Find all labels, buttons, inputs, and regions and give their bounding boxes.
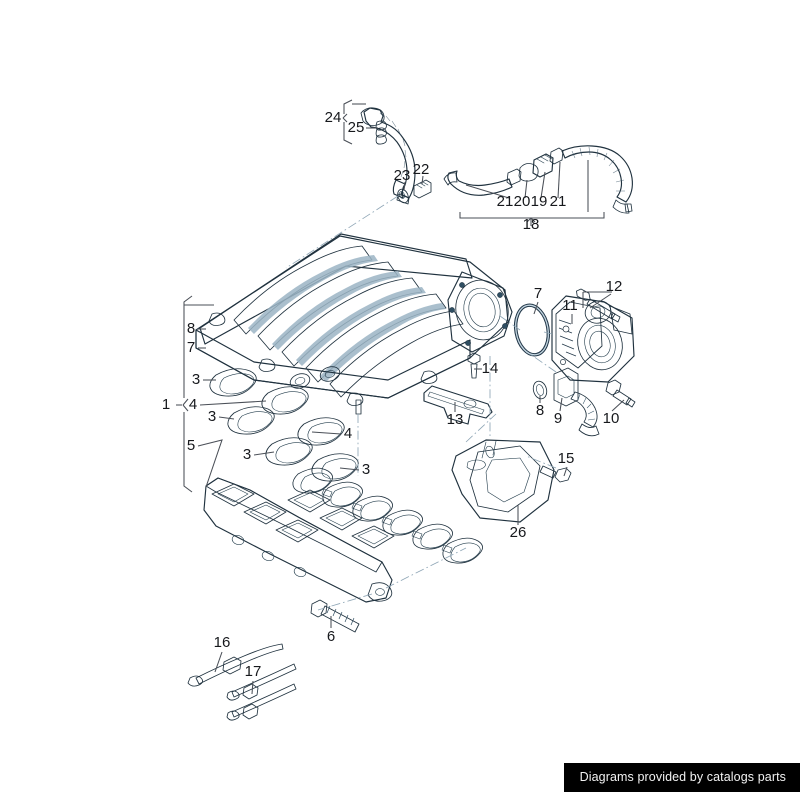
seal-ring-part [532,380,548,400]
callout-21-b: 21 [550,193,567,210]
callout-3-d: 3 [362,461,370,478]
gasket-3-b [227,406,275,435]
gasket-4-a [261,386,309,415]
callout-14: 14 [482,360,499,377]
hose-tee-part [532,153,554,178]
gasket-3-d [311,453,359,482]
callout-12: 12 [606,278,623,295]
gasket-3-c [265,437,313,466]
manifold-mount-bosses [208,312,438,406]
cable-tie-long-part [187,643,284,687]
callout-5: 5 [187,437,195,454]
assembly-alignment-lines [285,195,557,611]
throttle-body-assembly [551,288,636,437]
callout-8-a: 8 [187,320,195,337]
callout-7-a: 7 [534,285,542,302]
hose-clip-left [506,168,522,186]
callout-10: 10 [603,410,620,427]
hose-coupling-part [518,163,539,182]
vacuum-connector-part [553,367,600,437]
lower-manifold-gasket-strip [292,467,483,564]
callout-3-c: 3 [243,446,251,463]
callout-1: 1 [162,396,170,413]
callout-9: 9 [554,410,562,427]
callout-18: 18 [523,216,540,233]
manifold-port-stubs [289,366,341,389]
bracket-bolt-part [467,352,481,379]
callout-7-b: 7 [187,339,195,356]
callout-4-b: 4 [344,425,352,442]
throttle-flange [447,271,513,353]
watermark-text: Diagrams provided by catalogs parts [579,770,786,784]
lower-manifold-ports [211,483,395,549]
callout-17: 17 [245,663,262,680]
intake-manifold-gaskets [209,368,359,482]
lower-intake-manifold [203,477,395,633]
gasket-4-b [297,417,345,446]
callout-numbers: 1 3 3 3 3 4 4 5 6 7 7 8 8 9 10 11 12 13 … [162,109,623,680]
callout-21-a: 21 [497,193,514,210]
support-bracket-assembly [423,352,493,425]
callout-13: 13 [447,411,464,428]
callout-26: 26 [510,524,527,541]
hex-bolt-part [605,379,636,408]
callout-23: 23 [394,167,411,184]
callout-6: 6 [327,628,335,645]
hose-clip-right [549,147,564,165]
heat-shield-bolt-part [539,465,572,483]
callout-20: 20 [514,193,531,210]
callout-16: 16 [214,634,231,651]
callout-19: 19 [531,193,548,210]
upper-intake-manifold [195,233,551,415]
callout-3-a: 3 [192,371,200,388]
o-ring-seal-part [513,303,551,357]
callout-4-a: 4 [189,396,197,413]
throttle-body-bolt-part [576,288,621,323]
callout-24: 24 [325,109,342,126]
callout-15: 15 [558,450,575,467]
vacuum-hose-assembly [397,145,633,214]
callout-3-b: 3 [208,408,216,425]
watermark-banner: Diagrams provided by catalogs parts [563,763,800,792]
callout-25: 25 [348,119,365,136]
callout-11: 11 [562,297,578,314]
grommet-part [397,188,409,204]
heat-shield-assembly [451,439,572,523]
hex-socket-bolt-part [310,599,360,633]
callout-8-b: 8 [536,402,544,419]
callout-22: 22 [413,161,430,178]
callout-leaders [176,99,625,695]
hose-fitting-part [413,179,432,199]
gasket-3-a [209,368,257,397]
